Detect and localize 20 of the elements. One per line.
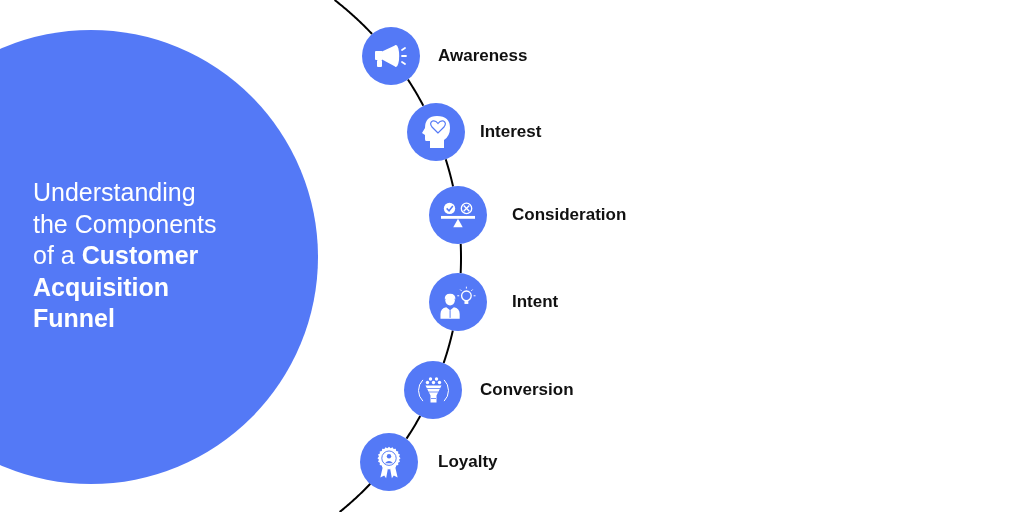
connector-line <box>459 242 462 275</box>
step-circle <box>360 433 419 491</box>
connector-line <box>405 415 422 440</box>
step-circle <box>362 27 420 85</box>
connector-line <box>444 158 455 188</box>
step-label: Interest <box>480 121 542 143</box>
connector-line <box>333 0 374 36</box>
step-label: Awareness <box>438 45 528 67</box>
step-label: Consideration <box>512 204 627 226</box>
heading: Understanding the Components of a Customer Acquisition Funnel <box>33 177 218 334</box>
connector-line <box>442 329 454 364</box>
step-circle <box>429 273 487 331</box>
step-circle <box>429 186 488 244</box>
connector-line <box>338 482 372 512</box>
step-circle <box>406 103 465 161</box>
step-circle <box>404 361 463 419</box>
step-label: Conversion <box>480 379 574 401</box>
step-label: Loyalty <box>438 451 498 473</box>
connector-line <box>406 78 425 107</box>
step-label: Intent <box>512 291 559 313</box>
